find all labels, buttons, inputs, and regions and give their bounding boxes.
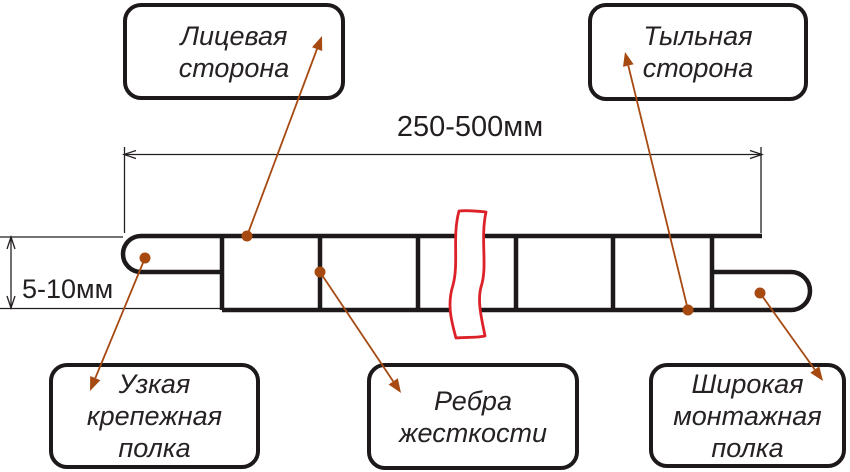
callout-back-side-line1: Тыльная [643,21,753,51]
callout-stiffening-ribs: Ребра жесткости [367,363,579,470]
dim-arrow-down [6,295,16,311]
panel-profile [120,233,813,313]
callout-wide-line2: монтажная [673,400,822,431]
callout-wide-line1: Широкая [691,368,804,399]
callout-front-side-line2: сторона [178,52,290,83]
callout-back-side-line2: сторона [642,53,754,83]
leader-dot-front-side [241,230,253,242]
width-dimension-label: 250-500мм [396,111,544,143]
callout-narrow-line2: крепежная [86,401,223,431]
leader-dot-ribs [314,266,326,278]
leader-dot-back-side [682,304,694,316]
callout-front-side: Лицевая сторона [123,3,345,100]
leader-dot-narrow-shelf [139,252,151,264]
panel-bottom-and-wide-shelf [222,269,813,313]
callout-ribs-line2: жесткости [398,417,548,448]
callout-ribs-line1: Ребра [434,385,512,416]
leader-line-wide-shelf [759,292,816,371]
callout-wide-line3: полка [711,432,784,463]
callout-narrow-fastening-shelf: Узкая крепежная полка [49,363,260,469]
callout-front-side-line1: Лицевая [180,20,288,51]
break-mark [448,209,488,340]
dim-arrow-right [749,149,765,160]
callout-back-side: Тыльная сторона [588,3,808,101]
thickness-dimension-label: 5-10мм [22,274,114,304]
panel-top-face-and-left-cap [120,233,762,275]
dim-arrow-up [6,234,16,250]
callout-narrow-line1: Узкая [118,369,191,399]
callout-narrow-line3: полка [118,433,191,463]
dim-arrow-left [121,149,137,160]
leader-line-back-side [627,65,689,311]
leader-dot-wide-shelf [754,287,766,299]
callout-wide-mounting-shelf: Широкая монтажная полка [649,363,846,468]
